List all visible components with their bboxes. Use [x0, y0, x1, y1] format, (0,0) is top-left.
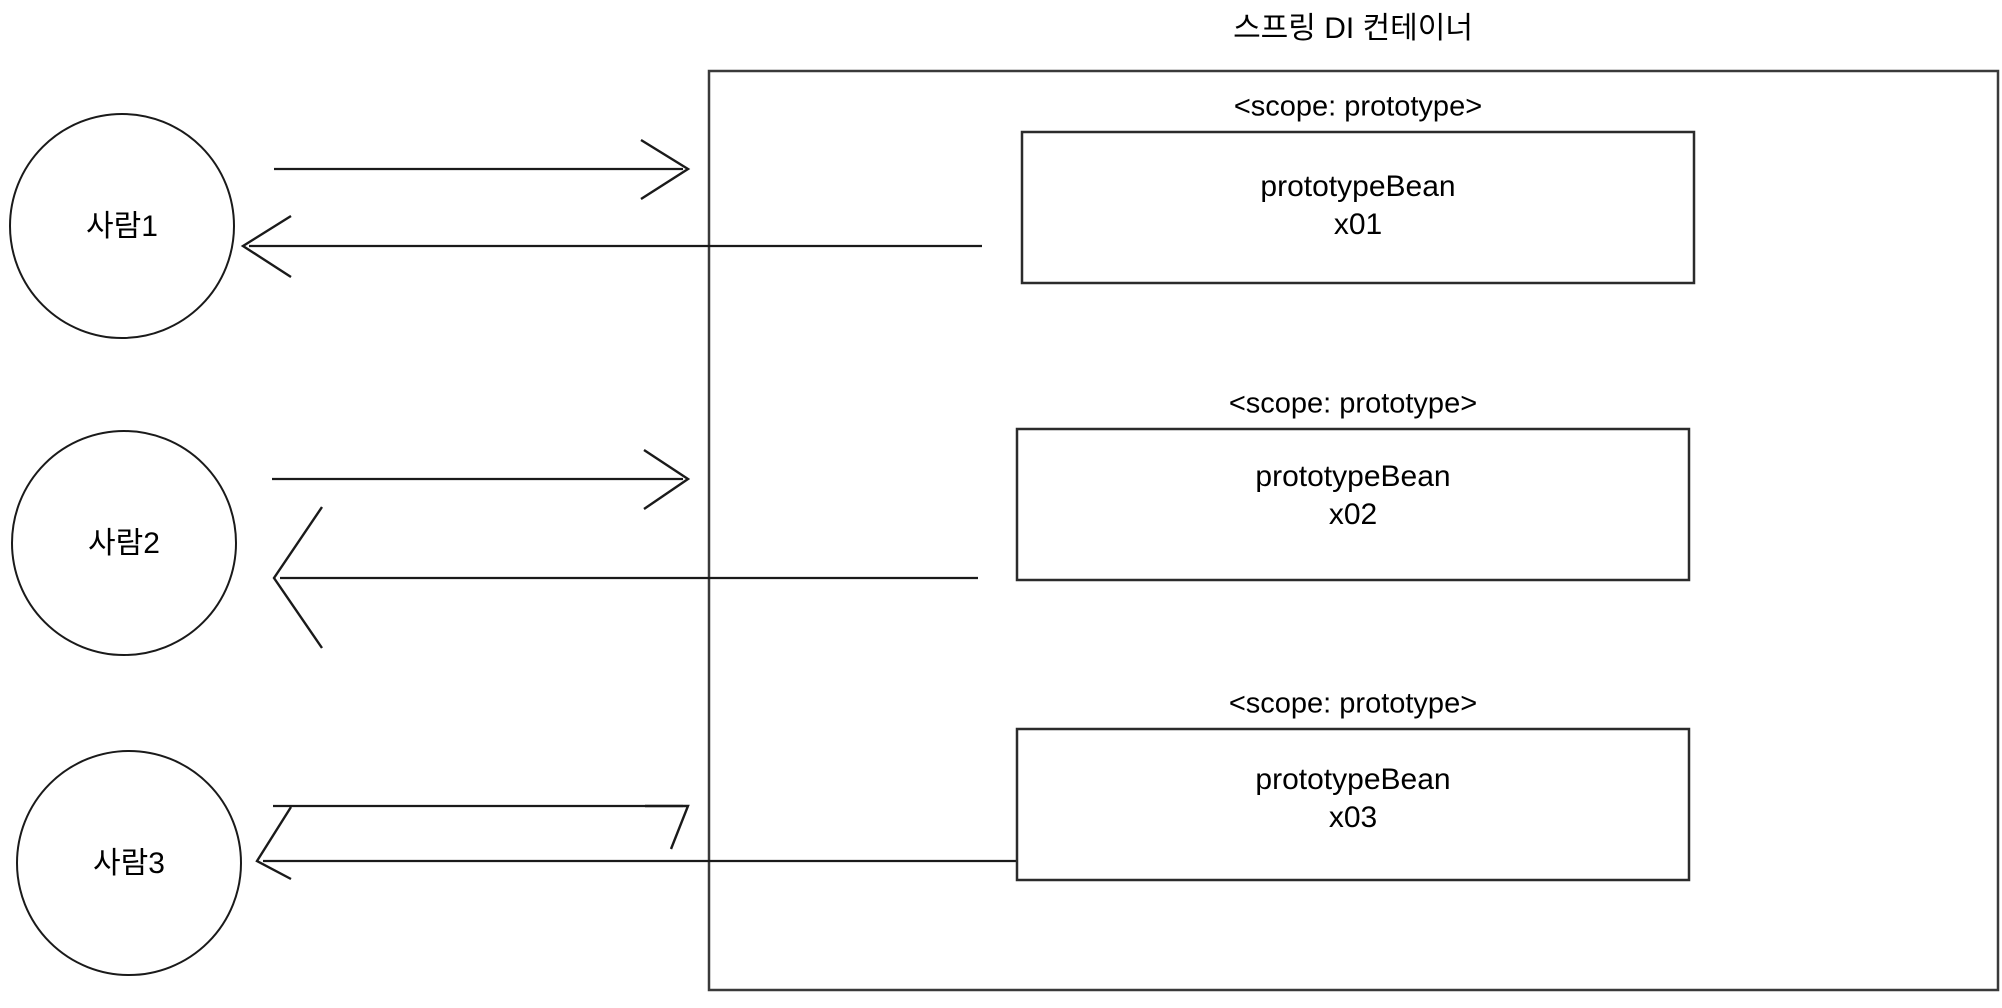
bean-id-2: x02 — [1329, 498, 1377, 531]
client-circle-2 — [11, 430, 237, 656]
arrow-head-right-2 — [643, 448, 691, 510]
bean-name-2: prototypeBean — [1255, 460, 1450, 493]
bean-group-1: <scope: prototype> prototypeBean x01 — [1020, 91, 1696, 285]
bean-name-3: prototypeBean — [1255, 763, 1450, 796]
arrow-head-left-1 — [240, 214, 292, 279]
flow-request-2 — [272, 448, 691, 510]
arrow-head-left-3 — [255, 806, 293, 881]
client-circle-1 — [9, 113, 235, 339]
arrow-head-right-1 — [640, 138, 691, 201]
client-label-2: 사람2 — [88, 527, 160, 560]
arrow-head-left-2 — [272, 506, 323, 649]
bean-id-1: x01 — [1334, 208, 1382, 241]
bean-box-1 — [1020, 130, 1696, 285]
bean-box-2 — [1015, 427, 1691, 582]
client-circle-3 — [16, 750, 242, 976]
bean-scope-label-3: <scope: prototype> — [1229, 688, 1477, 720]
client-label-3: 사람3 — [93, 847, 165, 880]
spring-di-container-boundary — [707, 69, 2000, 992]
bean-box-3 — [1015, 727, 1691, 882]
client-group-1: 사람1 — [9, 113, 235, 339]
flow-response-1 — [240, 214, 982, 279]
client-label-1: 사람1 — [86, 210, 158, 243]
client-group-3: 사람3 — [16, 750, 242, 976]
flow-request-1 — [274, 138, 691, 201]
bean-group-3: <scope: prototype> prototypeBean x03 — [1015, 688, 1691, 882]
bean-name-1: prototypeBean — [1260, 170, 1455, 203]
bean-scope-label-2: <scope: prototype> — [1229, 388, 1477, 420]
bean-group-2: <scope: prototype> prototypeBean x02 — [1015, 388, 1691, 582]
flow-response-2 — [272, 506, 978, 649]
flow-response-3 — [255, 806, 1018, 881]
diagram-title: 스프링 DI 컨테이너 — [1233, 12, 1473, 45]
bean-id-3: x03 — [1329, 801, 1377, 834]
arrow-head-right-3 — [645, 804, 690, 850]
flow-request-3 — [273, 804, 690, 850]
bean-scope-label-1: <scope: prototype> — [1234, 91, 1482, 123]
client-group-2: 사람2 — [11, 430, 237, 656]
